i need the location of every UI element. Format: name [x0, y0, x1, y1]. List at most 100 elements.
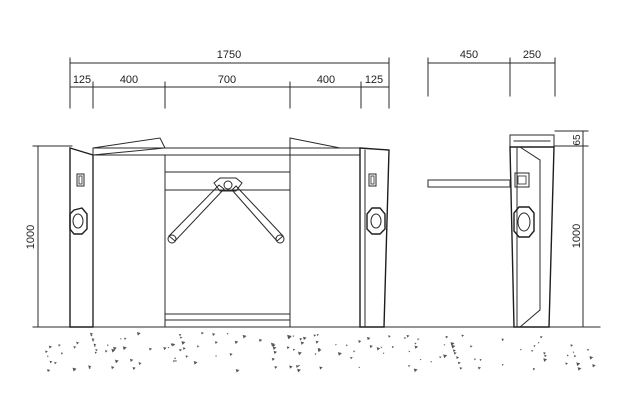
ground-speck: [345, 344, 348, 347]
ground-speck: [47, 369, 51, 373]
ground-speck: [298, 364, 301, 367]
front-segment-dimensions: 125 400 700 400 125: [69, 74, 390, 109]
ground-speck: [292, 335, 295, 338]
ground-speck: [380, 346, 383, 349]
ground-speck: [175, 360, 178, 363]
ground-speck: [532, 368, 536, 371]
ground-speck: [540, 335, 543, 339]
ground-speck: [292, 348, 296, 351]
ground-speck: [272, 346, 277, 350]
ground-speck: [408, 350, 411, 353]
side-height-dimensions: 65 1000: [554, 130, 589, 328]
ground-speck: [461, 334, 465, 337]
ground-speck: [185, 355, 189, 358]
ground-speck: [404, 337, 407, 340]
ground-speck: [215, 355, 218, 358]
ground-speck: [163, 346, 167, 351]
ground-speck: [417, 338, 420, 341]
ground-speck: [414, 342, 417, 345]
ground-speck: [88, 367, 92, 370]
ground-speck: [201, 332, 204, 335]
ground-speck: [235, 369, 240, 373]
ground-speck: [124, 337, 127, 340]
ground-speck: [318, 348, 322, 352]
ground-speck: [474, 358, 477, 361]
front-height-dimension: 1000: [25, 145, 73, 328]
segment-label-right-cabinet: 400: [317, 74, 335, 86]
ground-speck: [565, 362, 568, 365]
ground-speck: [533, 345, 536, 348]
ground-speck: [388, 335, 391, 338]
ground-speck: [299, 337, 303, 341]
ground-speck: [570, 344, 574, 347]
ground-speck: [414, 345, 419, 349]
ground-speck: [132, 366, 136, 370]
ground-speck: [573, 355, 577, 358]
ground-speck: [587, 348, 590, 351]
ground-speck: [295, 365, 300, 369]
ground-speck: [459, 367, 463, 370]
ground-speck: [577, 367, 582, 371]
ground-speck: [72, 367, 77, 372]
top-cap-label: 65: [572, 134, 583, 146]
ground-speck: [94, 345, 96, 348]
ground-speck: [358, 340, 362, 344]
ground-speck: [501, 364, 504, 366]
ground-speck: [452, 349, 456, 353]
ground-speck: [302, 336, 307, 341]
ground-speck: [314, 353, 317, 356]
segment-label-right-edge: 125: [365, 74, 383, 86]
ground-speck: [120, 338, 122, 340]
ground-speck: [430, 361, 433, 363]
ground-speck: [214, 341, 218, 344]
ground-speck: [271, 357, 276, 361]
ground-speck: [316, 333, 320, 337]
ground-speck: [453, 352, 457, 355]
ground-speck: [319, 366, 323, 370]
segment-label-left-edge: 125: [73, 74, 91, 86]
ground-speck: [544, 354, 547, 358]
ground-speck: [196, 345, 200, 348]
side-view-arm: [427, 179, 511, 188]
ground-speck: [94, 351, 97, 354]
overall-width-label: 1750: [217, 49, 241, 61]
ground-speck: [212, 333, 216, 337]
ground-speck: [274, 365, 278, 369]
ground-speck: [182, 347, 186, 351]
ground-speck: [572, 351, 575, 354]
ground-speck: [501, 338, 505, 342]
ground-speck: [382, 352, 385, 355]
ground-speck: [376, 347, 381, 351]
ground-speck: [543, 358, 548, 362]
ground-speck: [138, 362, 142, 366]
ground-speck: [149, 347, 153, 351]
ground-speck: [479, 358, 482, 362]
ground-speck: [179, 348, 183, 352]
ground-speck: [287, 334, 292, 339]
ground-speck: [122, 346, 127, 351]
ground-speck: [289, 365, 293, 369]
ground-speck: [95, 349, 98, 352]
ground-speck: [106, 344, 109, 347]
ground-speck: [520, 348, 522, 351]
ground-speck: [258, 338, 263, 343]
ground-speck: [181, 341, 186, 345]
ground-speck: [543, 352, 547, 355]
ground-speck: [113, 346, 117, 351]
ground-speck: [406, 334, 410, 338]
ground-speck: [76, 341, 80, 345]
ground-speck: [439, 356, 442, 359]
tripod-arms: [167, 177, 285, 244]
ground-speck: [576, 362, 581, 367]
ground-speck: [531, 349, 534, 352]
segment-label-left-cabinet: 400: [120, 74, 138, 86]
ground-speck: [589, 357, 592, 359]
ground-speck: [47, 355, 49, 358]
ground-speck: [298, 351, 302, 356]
arm-length-label: 450: [460, 49, 478, 61]
front-height-label: 1000: [25, 225, 37, 249]
ground-speck: [129, 358, 134, 363]
front-overall-dimension: 1750: [69, 49, 390, 109]
ground-speck: [193, 361, 198, 365]
